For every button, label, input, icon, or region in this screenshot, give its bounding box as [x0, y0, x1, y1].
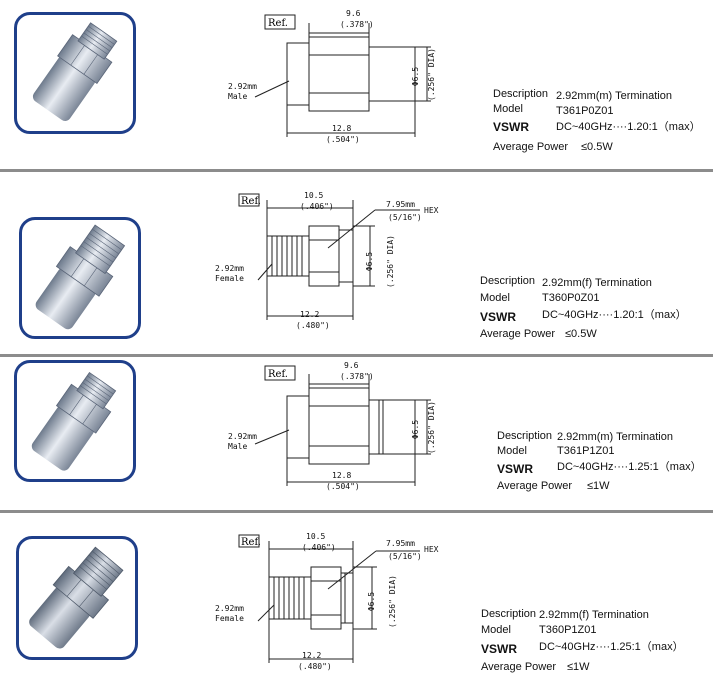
power-value: ≤1W: [567, 661, 590, 673]
model-label: Model: [481, 624, 511, 636]
product-row: Ref. 9.6 (.378") 12.8 (.504") Φ6.5 (.256…: [0, 0, 727, 169]
product-row: Ref. 9.6 (.378") 12.8 (.504") Φ6.5 (.256…: [0, 357, 727, 510]
power-value: ≤1W: [587, 480, 610, 492]
connector-label: 2.92mm: [228, 432, 257, 441]
description-value: 2.92mm(m) Termination: [556, 90, 672, 102]
dim-diameter: Φ6.5: [411, 419, 421, 440]
row-separator: [0, 169, 713, 172]
male-termination-image: [32, 22, 118, 121]
row-separator: [0, 510, 713, 513]
row-separator: [0, 354, 713, 357]
dim-bottom-inch: (.480"): [298, 662, 332, 671]
dim-top-inch: (.378"): [340, 20, 374, 29]
dim-bottom: 12.8: [332, 471, 352, 480]
male-termination-image: [31, 371, 117, 471]
vswr-value: DC~40GHz····1.20:1（max）: [542, 309, 687, 321]
ref-label: Ref.: [241, 196, 261, 207]
dim-diameter-inch: (.256" DIA): [385, 235, 395, 288]
product-row: Ref. 10.5 (.406") 7.95mm (5/16") HEX 12.…: [0, 513, 727, 691]
hex-size-inch: (5/16"): [388, 552, 422, 561]
dim-diameter: Φ6.5: [365, 251, 375, 272]
dim-top-inch: (.378"): [340, 372, 374, 381]
dim-top-inch: (.406"): [302, 543, 336, 552]
dimension-drawing: Ref.: [238, 193, 420, 320]
dim-bottom-inch: (.480"): [296, 321, 330, 330]
dim-diameter: Φ6.5: [411, 66, 421, 87]
hex-size-inch: (5/16"): [388, 213, 422, 222]
vswr-value: DC~40GHz····1.20:1（max）: [556, 121, 701, 133]
spec-block: Description 2.92mm(f) Termination Model …: [480, 273, 720, 343]
ref-label: Ref.: [241, 537, 261, 548]
model-value: T360P0Z01: [542, 292, 600, 304]
dim-diameter-inch: (.256" DIA): [426, 48, 436, 101]
power-label: Average Power: [481, 661, 557, 673]
dim-top: 9.6: [344, 361, 359, 370]
power-label: Average Power: [480, 328, 556, 340]
model-label: Model: [480, 292, 510, 304]
description-label: Description: [497, 430, 553, 442]
connector-gender: Female: [215, 274, 244, 283]
description-label: Description: [481, 608, 537, 620]
power-label: Average Power: [493, 141, 569, 153]
connector-label: 2.92mm: [215, 264, 244, 273]
dimension-drawing: Ref.: [254, 14, 431, 137]
model-label: Model: [497, 445, 527, 457]
spec-block: Description 2.92mm(f) Termination Model …: [481, 606, 721, 676]
product-photo: [16, 536, 138, 660]
description-value: 2.92mm(m) Termination: [557, 431, 673, 443]
dim-top-inch: (.406"): [300, 202, 334, 211]
product-row: Ref. 10.5 (.406") 7.95mm (5/16") HEX 12.…: [0, 172, 727, 354]
vswr-label: VSWR: [493, 120, 529, 134]
product-photo: [19, 217, 141, 339]
vswr-value: DC~40GHz····1.25:1（max）: [557, 461, 702, 473]
dim-bottom-inch: (.504"): [326, 482, 360, 491]
ref-label: Ref.: [268, 369, 288, 380]
connector-label: 2.92mm: [215, 604, 244, 613]
power-value: ≤0.5W: [581, 141, 613, 153]
vswr-label: VSWR: [481, 642, 517, 656]
hex-size: 7.95mm: [386, 200, 415, 209]
dim-bottom: 12.8: [332, 124, 352, 133]
dim-top: 9.6: [346, 9, 361, 18]
product-photo: [14, 360, 136, 482]
vswr-label: VSWR: [480, 310, 516, 324]
power-value: ≤0.5W: [565, 328, 597, 340]
dim-top: 10.5: [306, 532, 326, 541]
dim-diameter-inch: (.256" DIA): [387, 575, 397, 628]
connector-gender: Male: [228, 442, 248, 451]
connector-gender: Male: [228, 92, 248, 101]
connector-label: 2.92mm: [228, 82, 257, 91]
dim-bottom-inch: (.504"): [326, 135, 360, 144]
dim-diameter-inch: (.256" DIA): [426, 401, 436, 454]
vswr-value: DC~40GHz····1.25:1（max）: [539, 641, 684, 653]
model-value: T360P1Z01: [539, 624, 597, 636]
ref-label: Ref.: [268, 18, 288, 29]
dim-diameter: Φ6.5: [367, 591, 377, 612]
model-label: Model: [493, 103, 523, 115]
dim-top: 10.5: [304, 191, 324, 200]
vswr-label: VSWR: [497, 462, 533, 476]
spec-block: Description 2.92mm(m) Termination Model …: [497, 428, 725, 498]
connector-gender: Female: [215, 614, 244, 623]
hex-word: HEX: [424, 545, 439, 554]
power-label: Average Power: [497, 480, 573, 492]
dimension-drawing: Ref.: [238, 534, 420, 663]
dim-bottom: 12.2: [302, 651, 322, 660]
product-photo: [14, 12, 136, 134]
model-value: T361P0Z01: [556, 105, 614, 117]
female-termination-image: [35, 224, 126, 330]
description-label: Description: [493, 88, 549, 100]
dim-bottom: 12.2: [300, 310, 320, 319]
description-value: 2.92mm(f) Termination: [542, 277, 652, 289]
female-termination-image: [29, 546, 124, 649]
hex-word: HEX: [424, 206, 439, 215]
description-label: Description: [480, 275, 536, 287]
model-value: T361P1Z01: [557, 445, 615, 457]
dimension-drawing: Ref.: [254, 365, 431, 486]
hex-size: 7.95mm: [386, 539, 415, 548]
description-value: 2.92mm(f) Termination: [539, 609, 649, 621]
spec-block: Description 2.92mm(m) Termination Model …: [493, 86, 723, 156]
